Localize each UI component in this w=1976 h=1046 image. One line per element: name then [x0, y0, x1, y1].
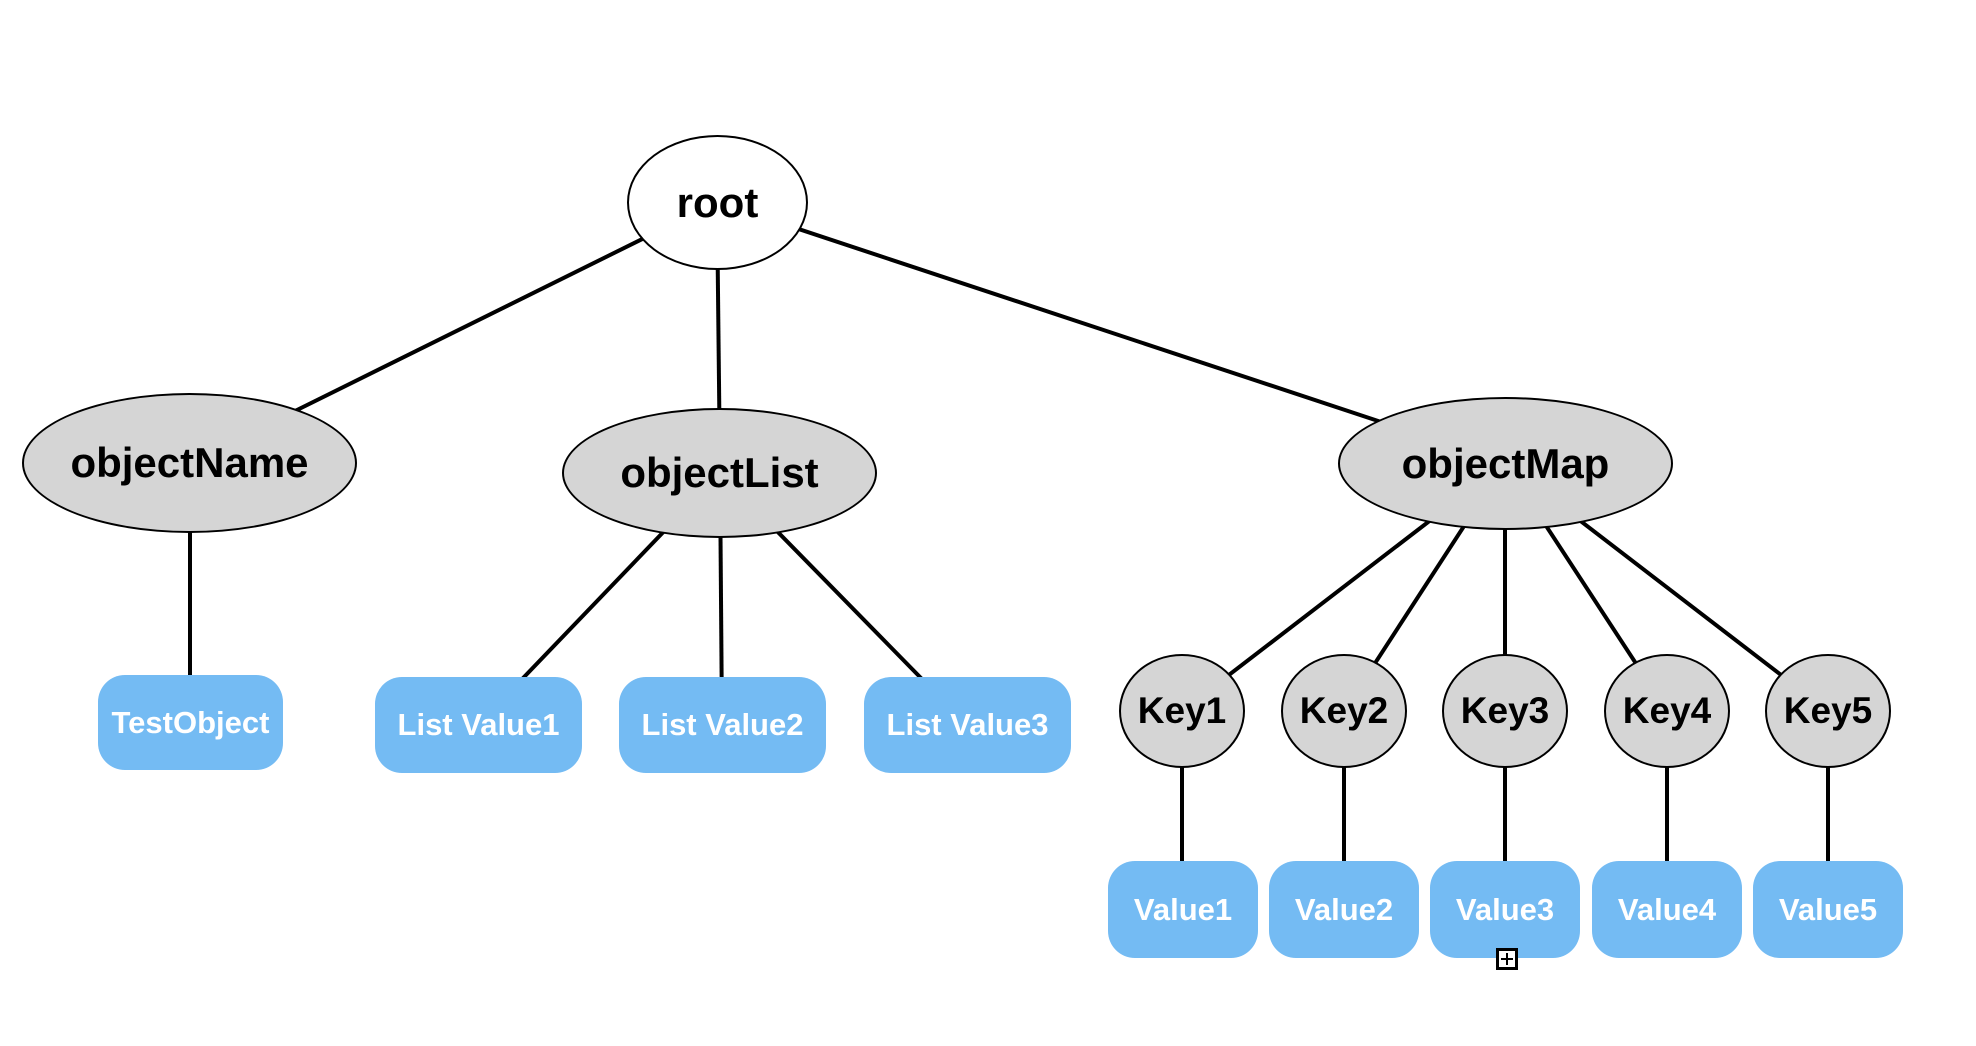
node-testobject-label: TestObject — [111, 704, 270, 740]
edge-root-objectmap — [716, 200, 1506, 465]
node-key4[interactable]: Key4 — [1604, 654, 1730, 768]
node-key3-label: Key3 — [1460, 690, 1550, 731]
node-objectmap-label: objectMap — [1401, 439, 1610, 487]
node-objectlist-label: objectList — [620, 449, 819, 496]
node-value5-label: Value5 — [1778, 891, 1878, 927]
node-key5[interactable]: Key5 — [1765, 654, 1891, 768]
node-key5-label: Key5 — [1783, 690, 1873, 731]
node-listvalue1-label: List Value1 — [397, 707, 560, 742]
node-root[interactable]: root — [627, 135, 808, 270]
node-value3-label: Value3 — [1455, 891, 1555, 927]
node-key2-label: Key2 — [1299, 690, 1389, 731]
node-key1-label: Key1 — [1137, 690, 1227, 731]
node-value2[interactable]: Value2 — [1269, 861, 1419, 958]
node-objectname[interactable]: objectName — [22, 393, 357, 533]
node-listvalue1[interactable]: List Value1 — [375, 677, 582, 773]
node-objectname-label: objectName — [70, 439, 309, 486]
node-listvalue3-label: List Value3 — [886, 707, 1049, 742]
node-value2-label: Value2 — [1294, 891, 1394, 927]
node-key4-label: Key4 — [1622, 690, 1712, 731]
node-testobject[interactable]: TestObject — [98, 675, 283, 770]
node-listvalue2[interactable]: List Value2 — [619, 677, 826, 773]
node-key3[interactable]: Key3 — [1442, 654, 1568, 768]
node-objectlist[interactable]: objectList — [562, 408, 877, 538]
node-objectmap[interactable]: objectMap — [1338, 397, 1673, 530]
node-value1-label: Value1 — [1133, 891, 1233, 927]
node-listvalue2-label: List Value2 — [641, 707, 804, 742]
node-value3[interactable]: Value3 — [1430, 861, 1580, 958]
node-key1[interactable]: Key1 — [1119, 654, 1245, 768]
node-key2[interactable]: Key2 — [1281, 654, 1407, 768]
node-value5[interactable]: Value5 — [1753, 861, 1903, 958]
plus-cursor-icon — [1496, 948, 1518, 970]
node-value1[interactable]: Value1 — [1108, 861, 1258, 958]
node-listvalue3[interactable]: List Value3 — [864, 677, 1071, 773]
node-root-label: root — [676, 178, 759, 226]
node-value4-label: Value4 — [1617, 891, 1717, 927]
node-value4[interactable]: Value4 — [1592, 861, 1742, 958]
